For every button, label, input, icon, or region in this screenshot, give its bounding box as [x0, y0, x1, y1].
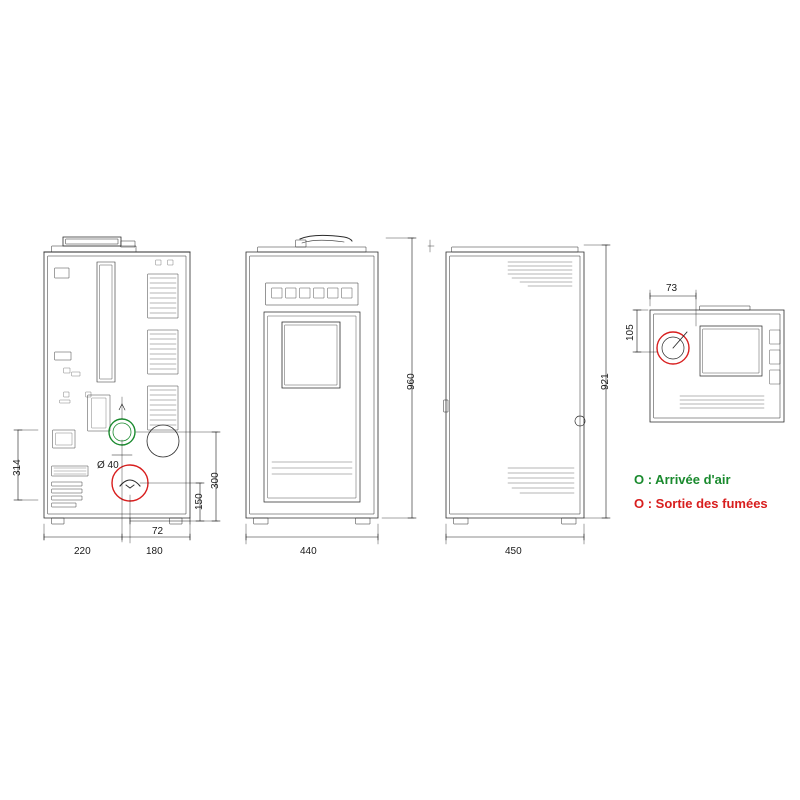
legend-air-intake: O : Arrivée d'air: [634, 472, 731, 487]
dim-label-960: 960: [406, 373, 417, 390]
top-view: [649, 305, 785, 423]
front-view-dimensions: [245, 237, 417, 545]
rear-view: [43, 236, 191, 525]
dim-label-73: 73: [666, 283, 678, 294]
dim-label-921: 921: [600, 373, 611, 390]
side-view-dimensions: [427, 239, 611, 545]
dim-label-220: 220: [74, 546, 91, 557]
dim-label-440: 440: [300, 546, 317, 557]
dim-label-180: 180: [146, 546, 163, 557]
dim-label-450: 450: [505, 546, 522, 557]
legend-flue-outlet: O : Sortie des fumées: [634, 496, 768, 511]
dim-label-72: 72: [152, 526, 164, 537]
dim-label-150: 150: [194, 493, 205, 510]
rear-view-dimensions: [13, 396, 221, 544]
front-view: [245, 234, 379, 525]
dim-label-314: 314: [12, 459, 23, 476]
top-view-dimensions: [632, 289, 697, 353]
dim-label-105: 105: [625, 324, 636, 341]
dim-label-diameter-40: Ø 40: [97, 460, 119, 471]
dim-label-300: 300: [210, 472, 221, 489]
